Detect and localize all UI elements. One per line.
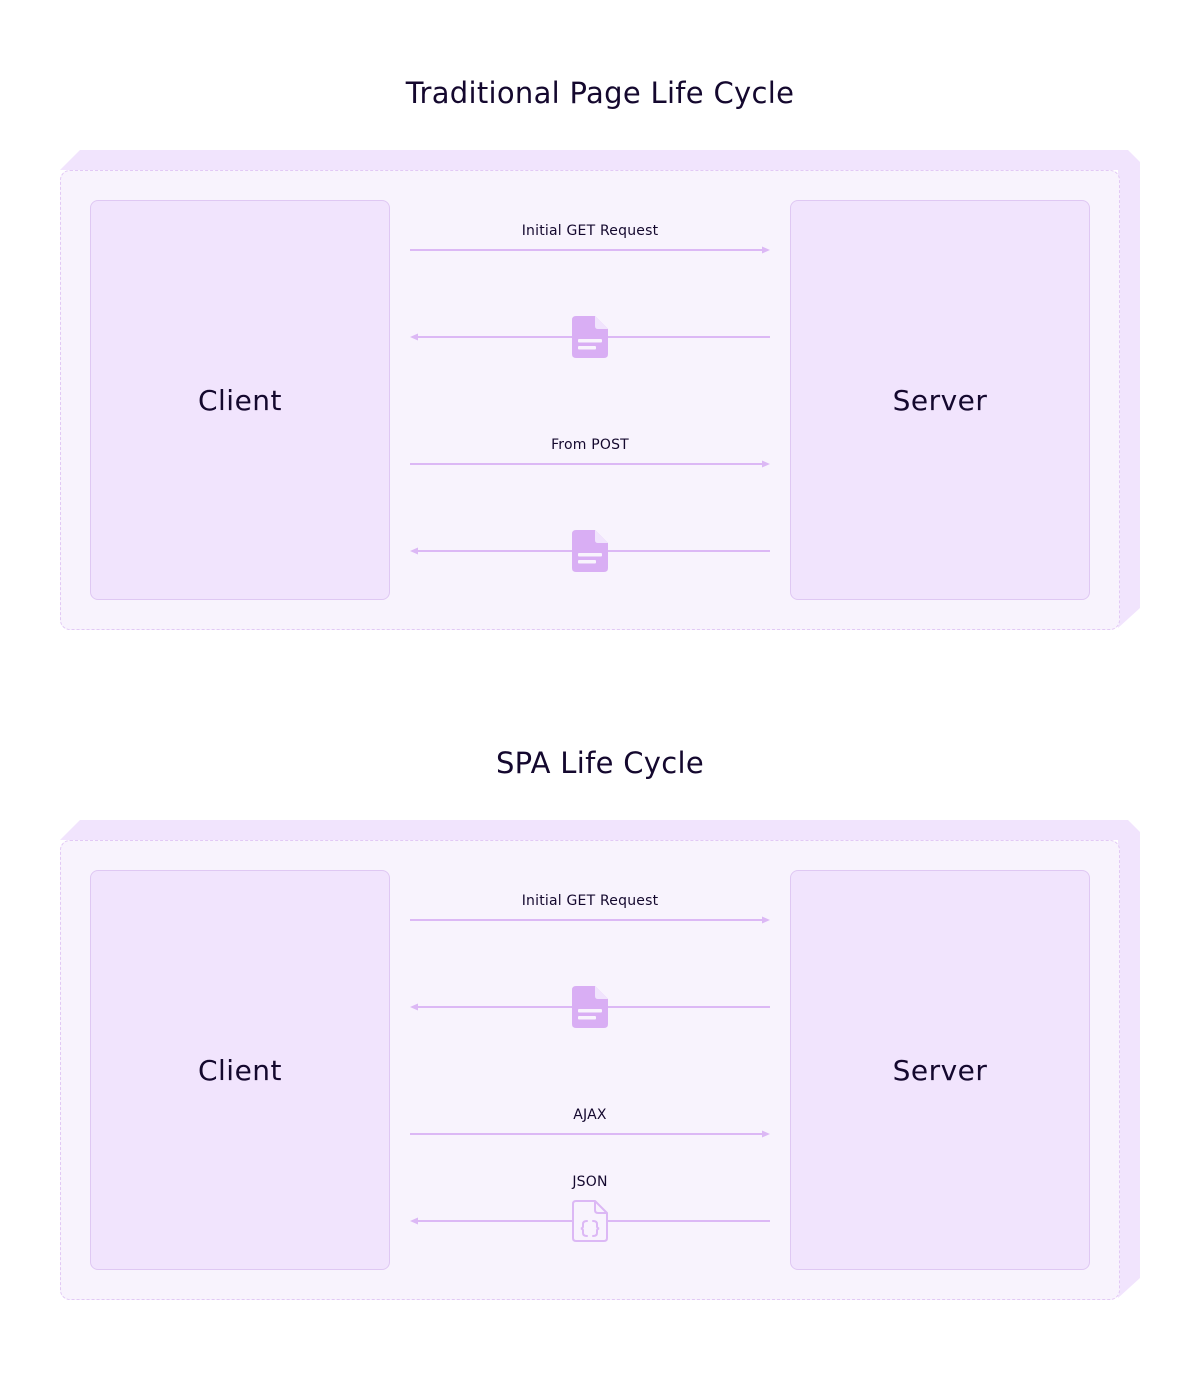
flow-label: Initial GET Request	[521, 223, 659, 239]
client-label: Client	[197, 383, 283, 417]
client-node: Client	[90, 200, 390, 600]
diagram-title: SPA Life Cycle	[495, 746, 705, 780]
client-node: Client	[90, 870, 390, 1270]
json-file-icon	[572, 1200, 608, 1242]
server-node: Server	[790, 200, 1090, 600]
server-label: Server	[892, 1053, 988, 1087]
flow-label: AJAX	[573, 1107, 607, 1123]
arrow-to-server	[410, 460, 770, 468]
spa-life-cycle-diagram: Client Server Initial GET Request AJAX J…	[60, 820, 1140, 1300]
document-icon	[572, 530, 608, 572]
arrow-to-server	[410, 246, 770, 254]
document-icon	[572, 986, 608, 1028]
flow-label: Initial GET Request	[521, 893, 659, 909]
flow-label: JSON	[572, 1174, 608, 1190]
arrow-to-server	[410, 916, 770, 924]
flow-label: From POST	[551, 437, 629, 453]
diagram-title: Traditional Page Life Cycle	[405, 76, 795, 110]
server-label: Server	[892, 383, 988, 417]
arrow-to-server	[410, 1130, 770, 1138]
server-node: Server	[790, 870, 1090, 1270]
traditional-life-cycle-diagram: Client Server Initial GET Request From P…	[60, 150, 1140, 630]
client-label: Client	[197, 1053, 283, 1087]
document-icon	[572, 316, 608, 358]
